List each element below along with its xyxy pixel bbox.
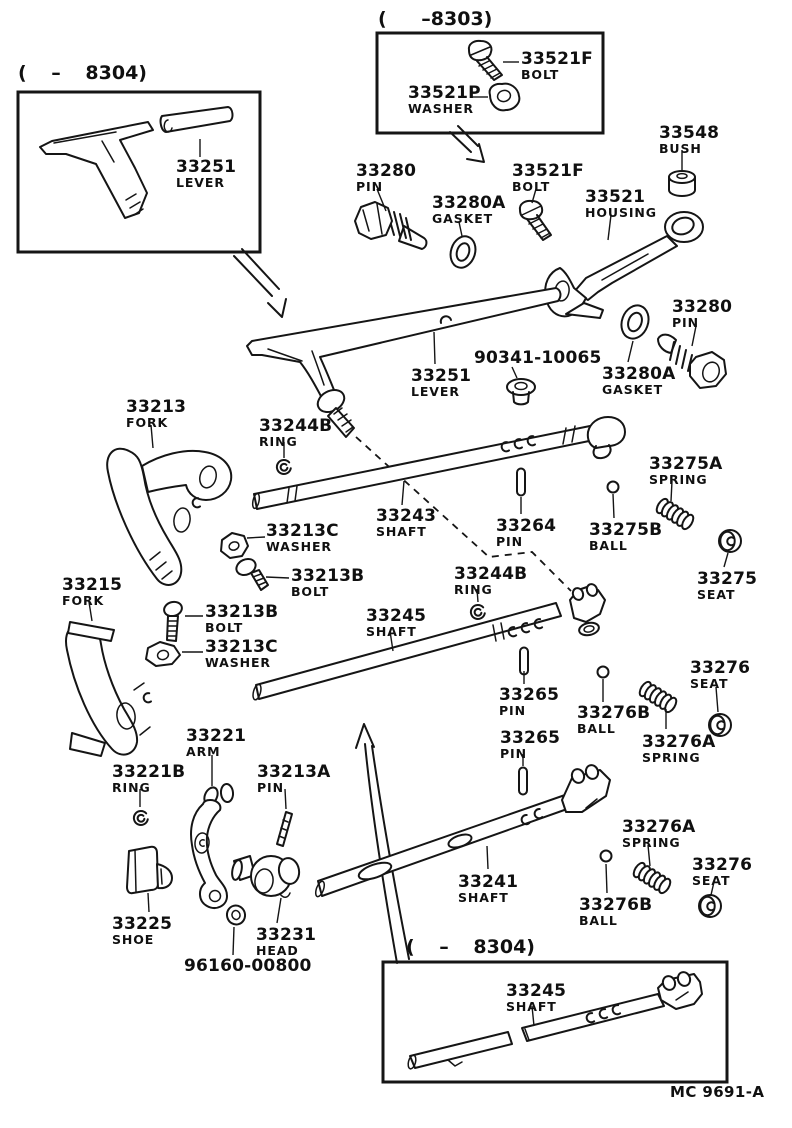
- drawing-arm-33221: [190, 783, 235, 909]
- label-90341-10065: 90341-10065: [474, 348, 602, 368]
- inset-box-top-middle: [375, 31, 605, 135]
- drawing-pin-33213a: [276, 811, 293, 847]
- drawing-washer-33213c-lower: [145, 641, 181, 667]
- drawing-ball-33276b-middle: [596, 665, 610, 679]
- drawing-spring-33276a-lower: [630, 860, 674, 896]
- drawing-seat-33275: [718, 529, 742, 553]
- arrow-from-top-middle-box: [449, 125, 485, 163]
- drawing-fork-33215: [65, 621, 153, 757]
- drawing-bolt-33213b-lower: [163, 600, 183, 642]
- drawing-shaft-33243: [251, 416, 626, 510]
- drawing-ring-96160-00800: [225, 904, 247, 926]
- drawing-number: MC 9691-A: [670, 1083, 765, 1101]
- drawing-housing-33521: [544, 211, 704, 319]
- drawing-lever-33251-inset: [39, 106, 234, 219]
- inset-code-top-middle: ( –8303): [378, 8, 493, 30]
- drawing-washer-33213c-upper: [220, 532, 249, 559]
- drawing-ring-33221b: [132, 809, 149, 826]
- drawing-ball-33276b-lower: [599, 849, 613, 863]
- drawing-gasket-33280a-left: [449, 235, 477, 269]
- label-96160-00800: 96160-00800: [184, 956, 312, 976]
- drawing-shaft-33241: [314, 764, 611, 898]
- drawing-shaft-33245-inset: [407, 971, 703, 1070]
- inset-code-bottom: ( – 8304): [406, 936, 535, 958]
- drawing-head-33231: [231, 855, 301, 898]
- drawing-ball-33275b: [606, 480, 620, 494]
- drawing-shaft-33245-middle: [252, 583, 606, 701]
- inset-code-top-left: ( – 8304): [18, 62, 147, 84]
- drawing-washer-33521p-inset: [488, 82, 521, 112]
- drawing-ring-33244b-middle: [469, 603, 486, 620]
- drawing-bolt-33521f-inset: [467, 39, 503, 81]
- drawing-lever-33251-main: [246, 287, 562, 438]
- drawing-pin-33265-second: [518, 766, 528, 796]
- drawing-pin-33280-left: [354, 201, 428, 250]
- drawing-grommet-90341-10065: [506, 378, 536, 406]
- inset-box-bottom: [381, 960, 729, 1084]
- drawing-seat-33276-lower: [698, 894, 722, 918]
- drawing-ring-33244b-upper: [275, 458, 292, 475]
- drawing-pin-33265-first: [519, 646, 529, 676]
- dashed-reference-line: [355, 436, 572, 592]
- drawing-pin-33280-right: [657, 333, 727, 389]
- drawing-shoe-33225: [126, 845, 173, 895]
- drawing-bush-33548: [668, 170, 696, 197]
- drawing-gasket-33280a-right: [620, 304, 650, 340]
- arrow-to-shaft-33245: [355, 723, 410, 964]
- drawing-bolt-33521f-middle: [518, 199, 552, 241]
- inset-box-top-left: [16, 90, 262, 254]
- leader-lines: [88, 61, 729, 1027]
- drawing-bolt-33213b-upper: [235, 557, 269, 591]
- drawing-pin-33264: [516, 467, 526, 497]
- drawing-fork-33213: [106, 447, 233, 586]
- arrow-from-top-left-box: [233, 248, 287, 318]
